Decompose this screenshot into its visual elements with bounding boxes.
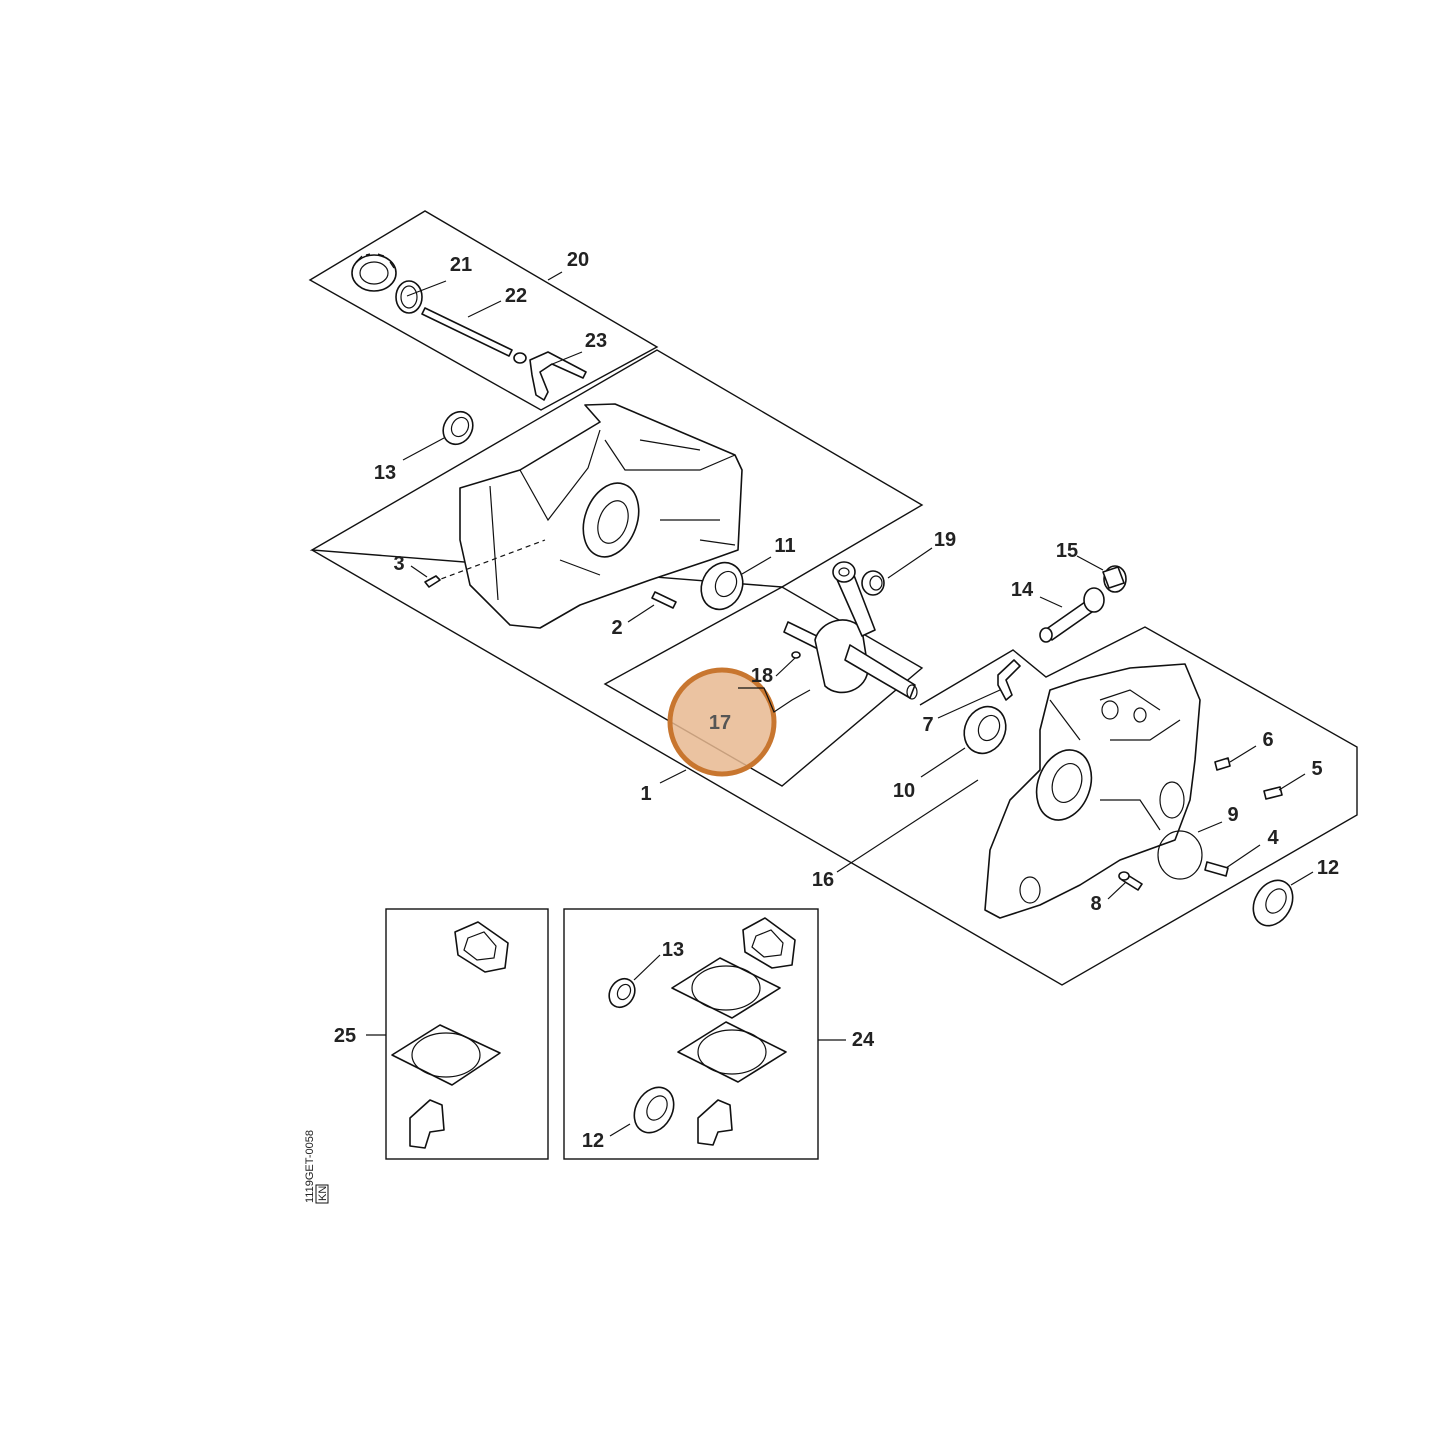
callout-22[interactable]: 22 — [505, 285, 527, 307]
frame-group-16 — [311, 549, 1358, 986]
callout-12-kit[interactable]: 12 — [582, 1130, 604, 1152]
kit-24-bracket-drawing — [697, 1099, 733, 1146]
part-22-rod-drawing — [421, 307, 527, 364]
part-19-needle-cage-drawing — [861, 570, 885, 596]
callout-7[interactable]: 7 — [922, 714, 933, 736]
callout-17[interactable]: 17 — [709, 712, 731, 734]
part-3-pin-drawing — [424, 575, 441, 588]
callout-25[interactable]: 25 — [334, 1025, 356, 1047]
part-10-bearing-drawing — [963, 705, 1007, 755]
part-1-crankcase-drawing — [432, 403, 743, 629]
part-12-oil-seal-drawing — [1252, 879, 1294, 927]
kit-24-gasket-lower-drawing — [677, 1021, 787, 1083]
callout-numbers: 1 2 3 4 5 6 7 8 9 10 11 12 12 13 13 14 1… — [334, 249, 1339, 1152]
callout-8[interactable]: 8 — [1090, 893, 1101, 915]
callout-21[interactable]: 21 — [450, 254, 472, 276]
callout-19[interactable]: 19 — [934, 529, 956, 551]
part-9-circlip-drawing — [1157, 830, 1203, 880]
callout-14[interactable]: 14 — [1011, 579, 1034, 601]
drawing-code-block: 1119GET-0058 KN — [304, 1130, 329, 1204]
part-15-spacer-drawing — [1102, 565, 1127, 593]
kit-24-oil-seal-drawing — [608, 977, 636, 1009]
highlight-marker — [667, 667, 777, 777]
leader-lines — [366, 271, 1314, 1137]
part-18-key-drawing — [791, 651, 801, 659]
kit-25-gasket-small-drawing — [454, 921, 509, 973]
frame-kit-25 — [385, 908, 549, 1160]
callout-9[interactable]: 9 — [1227, 804, 1238, 826]
kit-24-gasket-upper-drawing — [671, 957, 781, 1019]
callout-18[interactable]: 18 — [751, 665, 773, 687]
callout-20[interactable]: 20 — [567, 249, 589, 271]
part-23-lever-drawing — [529, 351, 587, 401]
callout-24[interactable]: 24 — [852, 1029, 875, 1051]
part-21-nut-drawing — [351, 253, 397, 292]
callout-15[interactable]: 15 — [1056, 540, 1078, 562]
part-2-dowel-drawing — [651, 591, 677, 609]
part-14-tube-drawing — [1039, 587, 1105, 643]
part-6-screw-drawing — [1214, 757, 1231, 771]
kit-25-bracket-drawing — [409, 1099, 445, 1149]
part-4-stud-drawing — [1204, 861, 1229, 877]
callout-13-left[interactable]: 13 — [374, 462, 396, 484]
callout-2[interactable]: 2 — [611, 617, 622, 639]
callout-13-kit[interactable]: 13 — [662, 939, 684, 961]
drawing-tag-box — [315, 1184, 329, 1204]
part-21-washer-drawing — [395, 280, 423, 314]
callout-16[interactable]: 16 — [812, 869, 834, 891]
callout-3[interactable]: 3 — [393, 553, 404, 575]
callout-10[interactable]: 10 — [893, 780, 915, 802]
frame-kit-24 — [563, 908, 819, 1160]
callout-4[interactable]: 4 — [1267, 827, 1279, 849]
callout-1[interactable]: 1 — [640, 783, 651, 805]
part-16-crankcase-drawing — [984, 663, 1201, 919]
drawing-code: 1119GET-0058 — [304, 1130, 316, 1203]
part-7-fitting-drawing — [997, 659, 1021, 701]
callout-11[interactable]: 11 — [774, 535, 795, 557]
callout-5[interactable]: 5 — [1311, 758, 1322, 780]
kit-24-gasket-small-drawing — [742, 917, 796, 969]
part-8-screw-drawing — [1118, 871, 1143, 891]
part-11-bearing-drawing — [700, 561, 744, 611]
callout-12-right[interactable]: 12 — [1317, 857, 1339, 879]
drawing-tag: KN — [317, 1186, 329, 1201]
kit-25-gasket-large-drawing — [391, 1024, 501, 1086]
callout-23[interactable]: 23 — [585, 330, 607, 352]
kit-24-oil-seal-large-drawing — [633, 1086, 675, 1134]
part-17-crankshaft-drawing — [783, 561, 918, 700]
frame-group-20 — [308, 210, 659, 411]
part-5-screw-drawing — [1263, 786, 1283, 800]
callout-6[interactable]: 6 — [1262, 729, 1273, 751]
part-13-oil-seal-drawing — [442, 410, 474, 446]
